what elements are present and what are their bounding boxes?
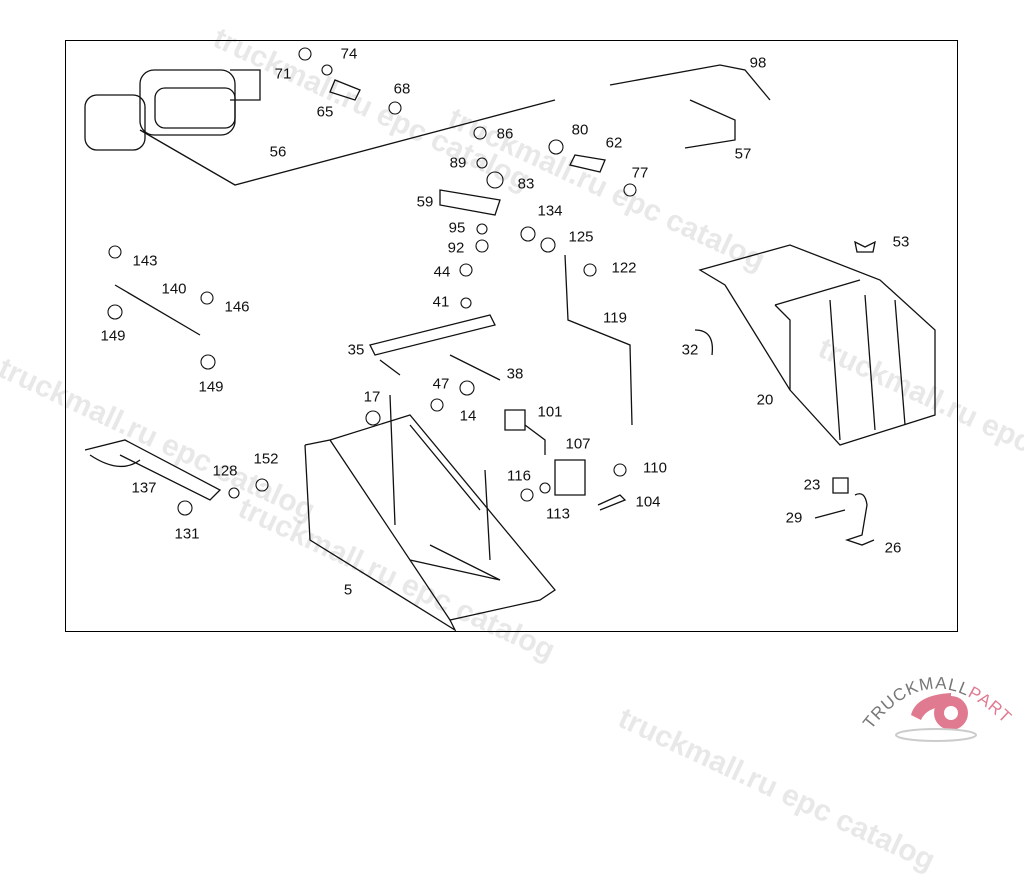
battery-box-20 — [698, 244, 936, 446]
strap-119 — [564, 254, 633, 426]
handle-26 — [844, 493, 875, 546]
part-label: 35 — [347, 341, 365, 359]
part-label: 110 — [643, 459, 667, 477]
part-label: 53 — [892, 233, 910, 251]
part-label: 89 — [449, 154, 467, 172]
part-label: 17 — [363, 388, 381, 406]
part-label: 56 — [269, 143, 287, 161]
clip-23 — [832, 477, 849, 494]
pin-29 — [814, 509, 846, 519]
part-label: 80 — [571, 121, 589, 139]
parts-drawing — [84, 47, 936, 632]
part-label: 95 — [448, 219, 466, 237]
cable-140 — [114, 284, 201, 336]
part-label: 152 — [253, 450, 279, 468]
part-label: 113 — [546, 505, 570, 523]
part-label: 98 — [749, 54, 767, 72]
part-label: 86 — [496, 125, 514, 143]
part-label: 74 — [340, 45, 358, 63]
part-label: 20 — [756, 391, 774, 409]
cable-56 — [139, 99, 556, 186]
part-label: 65 — [316, 103, 334, 121]
part-label: 125 — [568, 228, 594, 246]
switch-101 — [504, 409, 546, 455]
part-label: 26 — [884, 539, 902, 557]
strap-137 — [84, 439, 222, 501]
bracket-107 — [554, 459, 586, 496]
truckmall-parts-logo: TRUCKMALLPARTS — [856, 655, 1016, 742]
diagram-frame — [65, 40, 958, 632]
part-label: 38 — [506, 365, 524, 383]
part-label: 47 — [432, 375, 450, 393]
part-label: 44 — [433, 263, 451, 281]
part-label: 143 — [132, 252, 158, 270]
part-label: 92 — [447, 239, 465, 257]
part-label: 137 — [131, 479, 157, 497]
clamp-32 — [694, 329, 714, 356]
part-label: 140 — [161, 280, 187, 298]
battery-tray-5 — [304, 394, 556, 632]
part-label: 122 — [611, 259, 637, 277]
part-label: 134 — [537, 202, 563, 220]
part-label: 62 — [605, 134, 623, 152]
part-label: 146 — [224, 298, 250, 316]
bracket-35 — [369, 314, 501, 381]
bracket-62 — [569, 154, 606, 173]
part-label: 101 — [537, 403, 563, 421]
part-label: 68 — [393, 80, 411, 98]
part-label: 83 — [517, 175, 535, 193]
part-label: 41 — [432, 293, 450, 311]
bracket-65 — [329, 79, 361, 101]
clip-104 — [597, 494, 627, 511]
part-label: 57 — [734, 145, 752, 163]
part-label: 29 — [785, 509, 803, 527]
part-label: 23 — [803, 476, 821, 494]
part-label: 128 — [212, 462, 238, 480]
wing-nut-53 — [854, 240, 876, 253]
part-label: 5 — [343, 581, 353, 599]
part-label: 149 — [198, 378, 224, 396]
starter-motor — [84, 69, 261, 151]
part-label: 116 — [507, 467, 531, 485]
part-label: 119 — [603, 309, 627, 327]
gear-icon — [895, 693, 977, 742]
small-fasteners — [107, 47, 637, 516]
bracket-59 — [439, 189, 501, 216]
cable-57 — [684, 99, 736, 149]
part-label: 107 — [565, 435, 591, 453]
part-label: 131 — [174, 525, 200, 543]
part-label: 77 — [631, 164, 649, 182]
part-label: 71 — [274, 65, 292, 83]
part-label: 14 — [459, 407, 477, 425]
part-label: 104 — [635, 493, 661, 511]
part-label: 59 — [416, 193, 434, 211]
part-label: 32 — [681, 341, 699, 359]
part-label: 149 — [100, 327, 126, 345]
svg-text:TRUCKMALLPARTS: TRUCKMALLPARTS — [856, 655, 1016, 732]
cable-98 — [609, 64, 771, 101]
